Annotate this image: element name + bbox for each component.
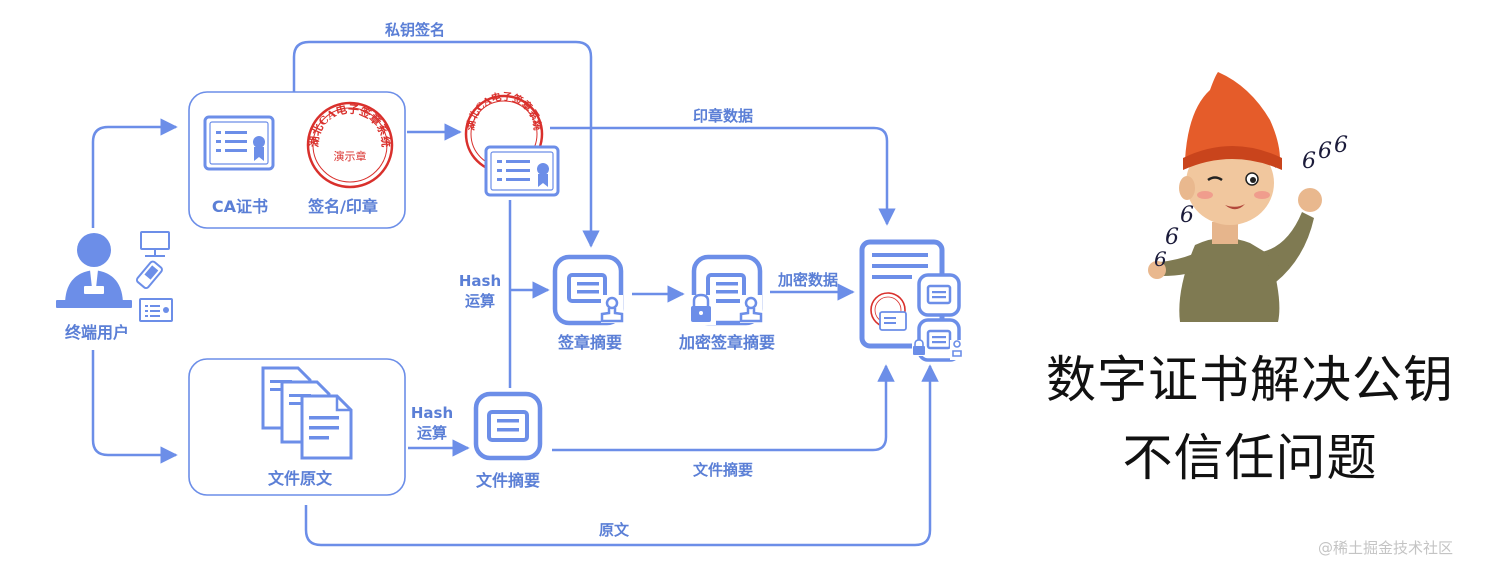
svg-text:6: 6 bbox=[1180, 203, 1194, 228]
label-sign-seal: 签名/印章 bbox=[307, 197, 378, 216]
edge-user-to-bottom bbox=[91, 350, 178, 464]
seal-ring-text: 湖北CA电子签章系统 bbox=[307, 102, 394, 148]
label-hash2-line1: Hash bbox=[411, 404, 453, 422]
label-hash-line2: 运算 bbox=[465, 292, 495, 310]
label-encrypted-sign-digest: 加密签章摘要 bbox=[678, 333, 775, 352]
label-sign-digest: 签章摘要 bbox=[557, 333, 622, 352]
headline-line-1: 数字证书解决公钥 bbox=[1046, 351, 1454, 409]
label-terminal-user: 终端用户 bbox=[65, 323, 129, 342]
file-digest-icon bbox=[473, 391, 543, 461]
edge-seal-data bbox=[550, 126, 896, 226]
edge-private-key-sign bbox=[292, 40, 600, 248]
ca-box bbox=[188, 91, 406, 229]
label-file-digest: 文件摘要 bbox=[476, 471, 540, 490]
svg-text:湖北CA电子签章系统: 湖北CA电子签章系统 bbox=[464, 90, 545, 131]
computer-icon bbox=[140, 231, 170, 257]
cartoon-character-illustration: 6 6 6 6 6 6 bbox=[1148, 72, 1348, 322]
stamped-certificate-icon: 湖北CA电子签章系统 bbox=[464, 90, 560, 197]
seal-stamp-icon: 湖北CA电子签章系统 演示章 bbox=[307, 101, 394, 189]
signed-document-icon bbox=[859, 239, 964, 362]
encrypted-digest-icon bbox=[686, 254, 763, 326]
edge-original bbox=[304, 364, 939, 547]
label-file-original: 文件原文 bbox=[268, 469, 333, 488]
label-original: 原文 bbox=[599, 521, 630, 539]
label-ca-cert: CA证书 bbox=[212, 197, 268, 216]
svg-text:湖北CA电子签章系统: 湖北CA电子签章系统 bbox=[307, 102, 394, 148]
edge-file-digest bbox=[552, 364, 895, 452]
label-private-key-sign: 私钥签名 bbox=[384, 21, 445, 39]
edge-user-to-top bbox=[91, 118, 178, 228]
svg-text:6: 6 bbox=[1318, 139, 1332, 164]
label-seal-data: 印章数据 bbox=[693, 107, 753, 125]
digest-icon bbox=[552, 254, 624, 326]
file-box bbox=[188, 358, 406, 496]
id-card-icon bbox=[139, 298, 173, 322]
documents-icon bbox=[261, 366, 353, 460]
headline-line-2: 不信任问题 bbox=[1122, 429, 1378, 487]
label-encrypted-data: 加密数据 bbox=[777, 271, 838, 289]
label-hash-line1: Hash bbox=[459, 272, 501, 290]
stamped-seal-ring-text: 湖北CA电子签章系统 bbox=[464, 90, 545, 131]
lock-icon bbox=[686, 293, 716, 325]
watermark: @稀土掘金技术社区 bbox=[1318, 539, 1454, 557]
svg-text:6: 6 bbox=[1154, 247, 1167, 271]
user-icon bbox=[56, 233, 132, 308]
mobile-phone-icon bbox=[135, 260, 163, 290]
svg-text:6: 6 bbox=[1165, 225, 1179, 250]
seal-center-text: 演示章 bbox=[334, 149, 367, 163]
certificate-icon bbox=[203, 115, 275, 171]
label-hash2-line2: 运算 bbox=[417, 424, 447, 442]
svg-text:6: 6 bbox=[1302, 149, 1316, 174]
label-file-digest-edge: 文件摘要 bbox=[693, 461, 753, 479]
svg-text:6: 6 bbox=[1334, 133, 1348, 158]
